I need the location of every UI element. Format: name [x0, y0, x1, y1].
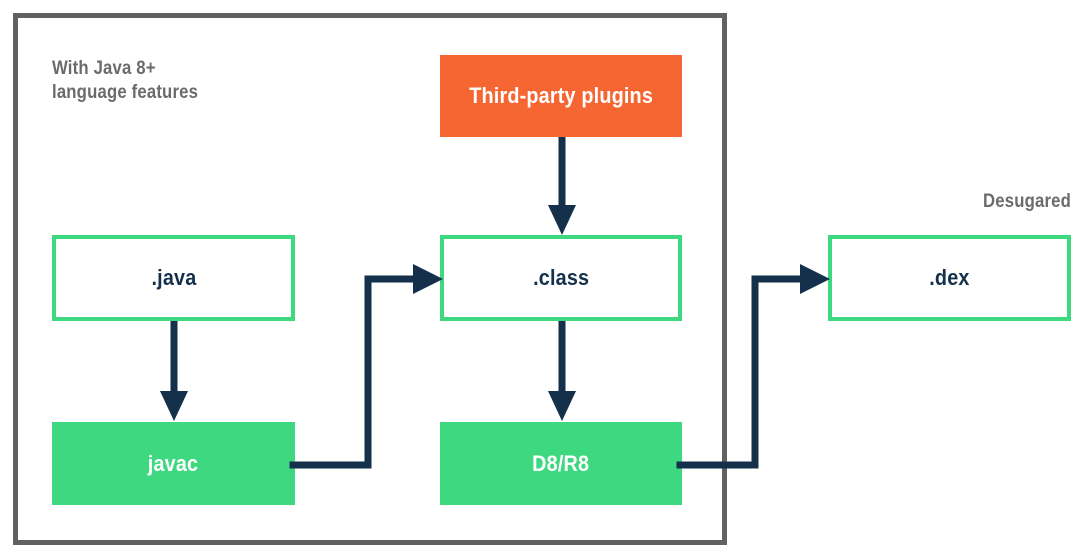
node-class-file: .class [440, 235, 682, 321]
node-dex-file: .dex [828, 235, 1071, 321]
node-javac: javac [52, 422, 295, 505]
node-third-party-plugins: Third-party plugins [440, 55, 682, 137]
node-java-source: .java [52, 235, 295, 321]
node-d8-r8-label: D8/R8 [532, 450, 590, 476]
node-d8-r8: D8/R8 [440, 422, 682, 505]
node-java-source-label: .java [151, 265, 196, 290]
node-class-file-label: .class [532, 265, 590, 290]
group-caption-label: With Java 8+ language features [52, 58, 199, 103]
node-third-party-plugins-label: Third-party plugins [469, 83, 653, 108]
node-javac-label: javac [148, 450, 199, 476]
desugared-caption-label: Desugared [982, 191, 1071, 212]
node-dex-file-label: .dex [929, 265, 970, 290]
